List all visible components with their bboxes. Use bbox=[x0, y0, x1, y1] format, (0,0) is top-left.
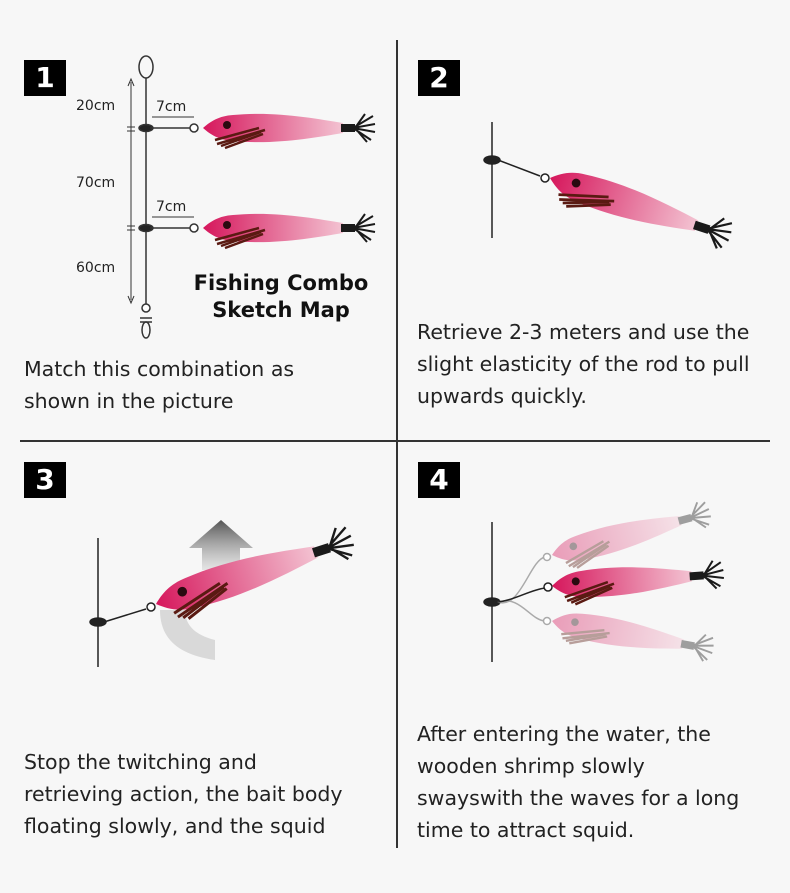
squid-jig-sway-down bbox=[547, 606, 717, 670]
caption-line: Match this combination as bbox=[24, 357, 295, 381]
up-arrow-icon bbox=[189, 520, 253, 570]
caption-step-2: Retrieve 2-3 meters and use the slight e… bbox=[417, 316, 750, 412]
step-badge-1: 1 bbox=[24, 60, 66, 96]
rod-line-4 bbox=[483, 522, 553, 662]
caption-line: retrieving action, the bait body bbox=[24, 782, 343, 806]
caption-line: slight elasticity of the rod to pull bbox=[417, 352, 750, 376]
measure-leader-1: 7cm bbox=[156, 99, 187, 115]
rod-line-3 bbox=[89, 538, 156, 667]
measure-middle: 70cm bbox=[76, 175, 116, 191]
measure-leader-2: 7cm bbox=[156, 199, 187, 215]
squid-jig-upper bbox=[201, 112, 377, 150]
caption-line: wooden shrimp slowly bbox=[417, 754, 645, 778]
horizontal-divider bbox=[20, 440, 770, 442]
squid-jig-lower bbox=[201, 212, 377, 250]
title-line-1: Fishing Combo bbox=[193, 271, 369, 295]
caption-line: Retrieve 2-3 meters and use the bbox=[417, 320, 750, 344]
squid-jig-retrieve bbox=[541, 161, 737, 259]
vertical-divider bbox=[396, 40, 398, 848]
measure-top: 20cm bbox=[76, 98, 116, 114]
caption-line: After entering the water, the bbox=[417, 722, 711, 746]
title-line-2: Sketch Map bbox=[212, 298, 350, 322]
swing-motion-trail bbox=[160, 610, 215, 660]
caption-line: Stop the twitching and bbox=[24, 750, 257, 774]
caption-step-1: Match this combination as shown in the p… bbox=[24, 353, 294, 417]
step-badge-2: 2 bbox=[418, 60, 460, 96]
squid-jig-sway-up bbox=[547, 498, 716, 575]
caption-line: floating slowly, and the squid bbox=[24, 814, 326, 838]
rig-sketch bbox=[127, 55, 199, 339]
caption-step-3: Stop the twitching and retrieving action… bbox=[24, 746, 343, 842]
step-badge-4: 4 bbox=[418, 462, 460, 498]
caption-line: shown in the picture bbox=[24, 389, 234, 413]
rod-line-2 bbox=[483, 122, 550, 238]
caption-line: time to attract squid. bbox=[417, 818, 635, 842]
measure-bottom: 60cm bbox=[76, 260, 116, 276]
caption-step-4: After entering the water, the wooden shr… bbox=[417, 718, 739, 846]
caption-line: upwards quickly. bbox=[417, 384, 587, 408]
caption-line: swayswith the waves for a long bbox=[417, 786, 740, 810]
step-badge-3: 3 bbox=[24, 462, 66, 498]
sketch-map-title: Fishing Combo Sketch Map bbox=[186, 270, 376, 324]
